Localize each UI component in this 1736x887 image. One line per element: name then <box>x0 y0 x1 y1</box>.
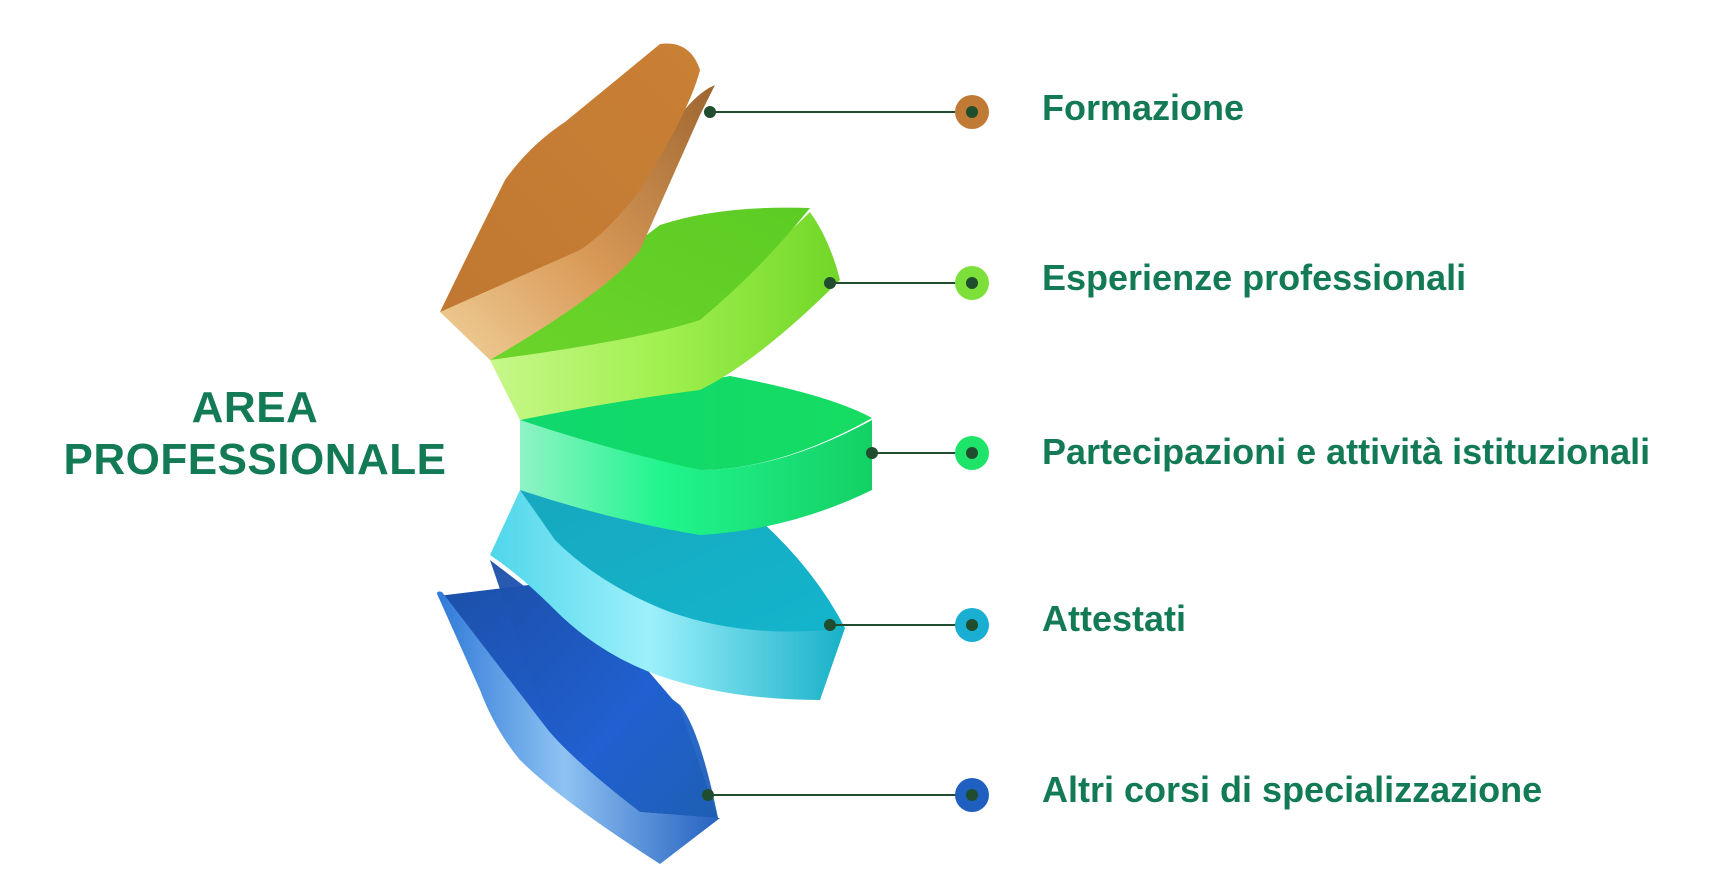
marker-partecipazioni <box>955 436 989 470</box>
title-line-1: AREA <box>191 383 319 432</box>
label-altri-corsi: Altri corsi di specializzazione <box>1042 769 1543 810</box>
label-esperienze: Esperienze professionali <box>1042 257 1467 298</box>
diagram-title: AREA PROFESSIONALE <box>40 382 470 486</box>
label-formazione: Formazione <box>1042 87 1245 128</box>
connector-start-dots <box>702 106 878 801</box>
layer-esperienze <box>490 207 840 420</box>
label-partecipazioni: Partecipazioni e attività istituzionali <box>1042 431 1651 472</box>
title-line-2: PROFESSIONALE <box>63 435 447 484</box>
layer-formazione <box>440 43 715 360</box>
marker-altri-corsi <box>955 778 989 812</box>
marker-esperienze <box>955 266 989 300</box>
layer-altri-corsi <box>437 560 720 864</box>
label-attestati: Attestati <box>1042 598 1187 639</box>
marker-formazione <box>955 95 989 129</box>
layer-partecipazioni <box>520 376 872 535</box>
marker-attestati <box>955 608 989 642</box>
